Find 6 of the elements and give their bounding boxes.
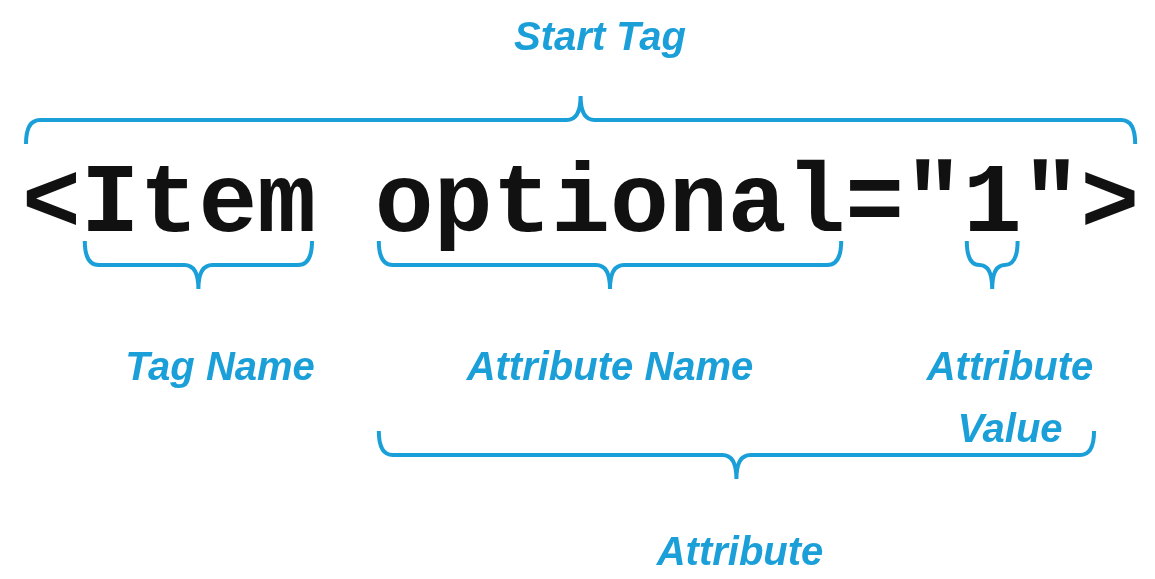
annotation-label: Attribute Value: [925, 343, 1095, 452]
annotation-label: Attribute Name: [465, 343, 755, 390]
annotation-label: Tag Name: [124, 343, 316, 390]
code-line: <Item optional="1">: [22, 150, 1140, 260]
annotation-label: Start Tag: [513, 13, 687, 60]
annotation-label: Attribute: [655, 528, 825, 575]
